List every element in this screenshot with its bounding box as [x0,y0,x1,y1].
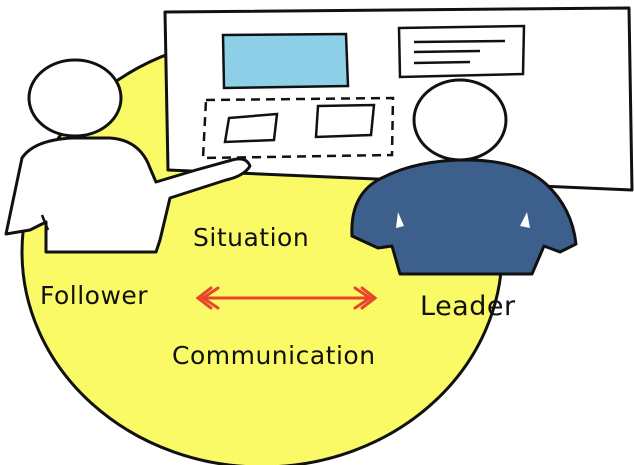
leader-person-icon [350,78,578,276]
board-dashed-group [201,96,395,160]
board-image-placeholder [221,32,350,90]
follower-label: Follower [40,281,149,310]
follower-person-icon [4,58,252,254]
situation-label: Situation [193,223,310,252]
leader-label: Leader [420,291,516,322]
communication-arrow-icon [195,286,378,310]
communication-label: Communication [172,341,376,370]
whiteboard-icon [163,6,634,192]
